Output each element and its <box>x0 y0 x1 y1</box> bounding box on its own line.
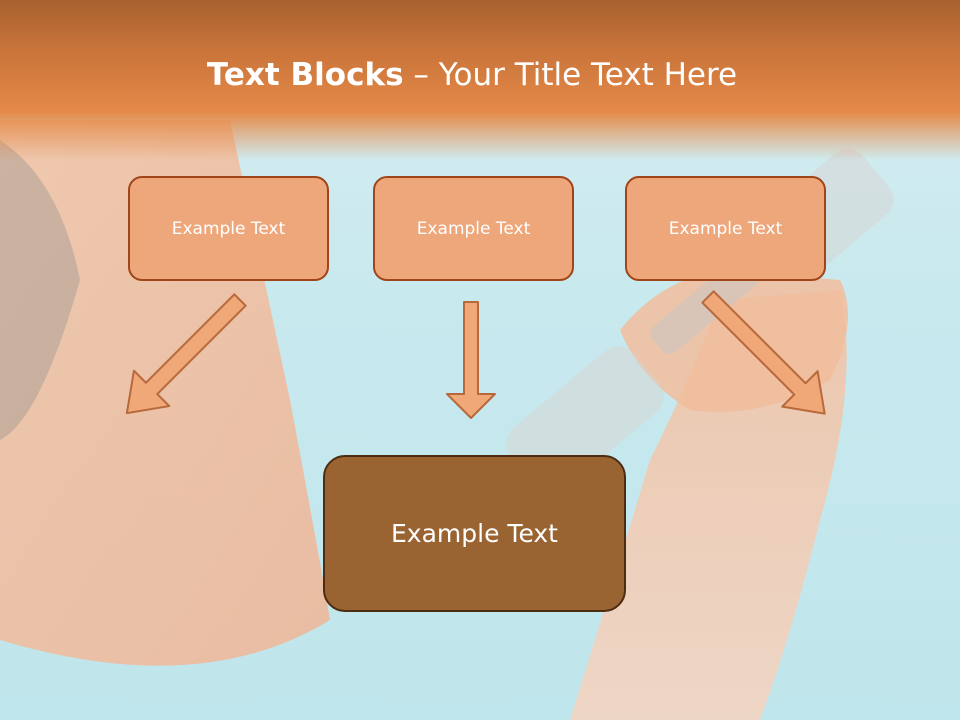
arrow-left-icon <box>125 293 247 415</box>
text-block-3[interactable]: Example Text <box>625 176 826 281</box>
text-block-3-label: Example Text <box>668 218 783 239</box>
header-band <box>0 0 960 160</box>
title-bold: Text Blocks <box>206 57 404 93</box>
text-block-2-label: Example Text <box>416 218 531 239</box>
page-title: Text Blocks – Your Title Text Here <box>0 52 944 98</box>
title-rest: Your Title Text Here <box>438 57 738 93</box>
text-block-1-label: Example Text <box>171 218 286 239</box>
title-dash: – <box>403 57 439 93</box>
text-block-1[interactable]: Example Text <box>128 176 329 281</box>
arrow-center-icon <box>446 301 496 419</box>
main-text-block[interactable]: Example Text <box>323 455 626 612</box>
arrow-right-icon <box>701 290 826 415</box>
text-block-2[interactable]: Example Text <box>373 176 574 281</box>
main-text-block-label: Example Text <box>391 519 558 548</box>
